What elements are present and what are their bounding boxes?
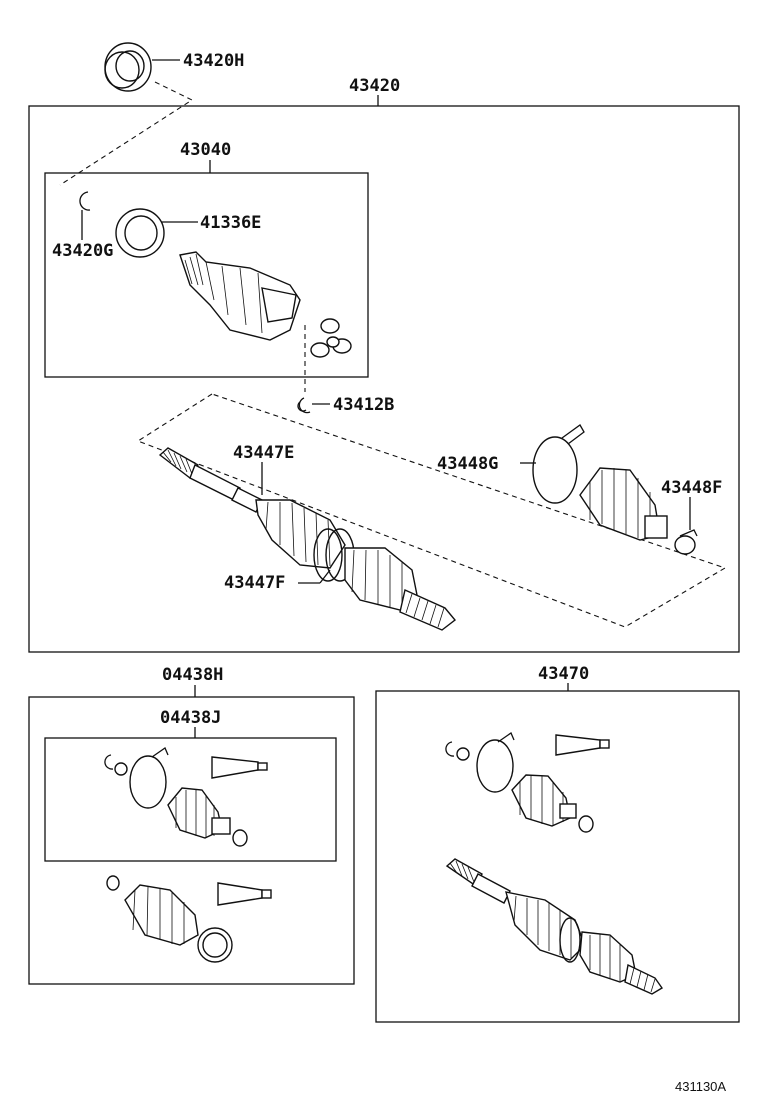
drawing-reference-number: 431130A	[675, 1079, 726, 1094]
label-41336E: 41336E	[200, 213, 261, 233]
outer-boot-43447E	[255, 499, 346, 569]
label-43412B: 43412B	[333, 395, 394, 415]
assembly-frame-43420	[28, 105, 740, 653]
label-04438J: 04438J	[160, 708, 221, 728]
label-43447E: 43447E	[233, 443, 294, 463]
label-43447F: 43447F	[224, 573, 285, 593]
drive-shaft	[158, 447, 263, 513]
label-43448G: 43448G	[437, 454, 498, 474]
label-43448F: 43448F	[661, 478, 722, 498]
boot-43448	[579, 467, 668, 541]
label-43040: 43040	[180, 140, 231, 160]
kit-h-parts	[106, 875, 272, 963]
kit-43470-parts	[445, 732, 610, 833]
leader-lines	[81, 59, 691, 738]
kit-j-parts	[104, 747, 268, 847]
ring-41336E	[115, 208, 165, 258]
inner-joint-housing	[179, 251, 301, 341]
assembly-frame-43470	[375, 690, 740, 1023]
boot-clamp-band-43448G	[532, 424, 585, 504]
kit-frame-04438J	[44, 737, 337, 862]
label-43470: 43470	[538, 664, 589, 684]
label-43420H: 43420H	[183, 51, 244, 71]
oil-seal-43420H	[104, 42, 152, 92]
label-43420G: 43420G	[52, 241, 113, 261]
label-04438H: 04438H	[162, 665, 223, 685]
outer-stub-shaft	[399, 589, 457, 631]
kit-frame-04438H	[28, 696, 355, 985]
snap-ring-43420G	[79, 191, 91, 211]
tripod-rollers	[310, 318, 352, 358]
assembly-frame-43040	[44, 172, 369, 378]
snap-ring-43412B	[297, 397, 311, 414]
label-43420: 43420	[349, 76, 400, 96]
dashed-reference-lines	[59, 81, 727, 628]
boot-clamp-43448F	[674, 529, 698, 555]
kit-43470-shaft	[445, 858, 664, 995]
